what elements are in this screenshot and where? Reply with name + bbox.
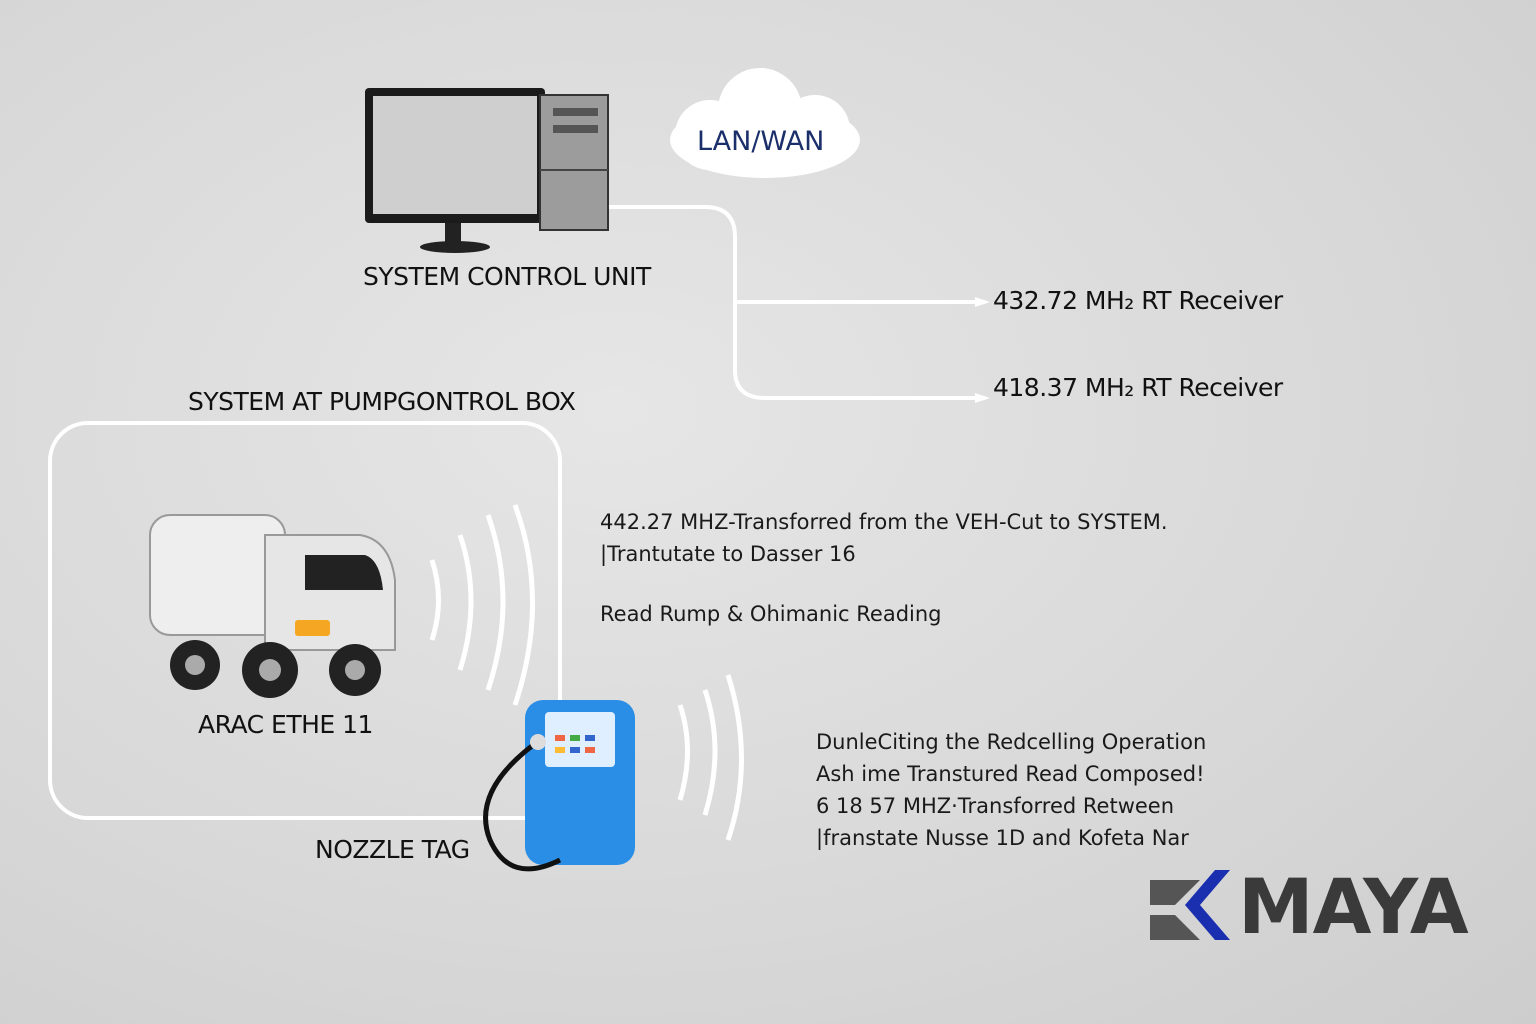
network-lines bbox=[605, 205, 985, 400]
receiver-label-1: 432.72 MH₂ RT Receiver bbox=[993, 286, 1283, 315]
computer-monitor-icon bbox=[365, 88, 545, 253]
truck-icon bbox=[149, 514, 396, 698]
control-unit-label: SYSTEM CONTROL UNIT bbox=[363, 262, 651, 291]
receiver-label-2: 418.37 MH₂ RT Receiver bbox=[993, 373, 1283, 402]
note-line: 6 18 57 MHZ·Transforred Retween bbox=[816, 794, 1175, 818]
notes-top: 442.27 MHZ-Transforred from the VEH-Cut … bbox=[600, 506, 1168, 630]
nozzle-label: NOZZLE TAG bbox=[315, 835, 470, 864]
notes-bottom: DunleCiting the Redcelling Operation Ash… bbox=[816, 726, 1206, 854]
pump-control-box bbox=[48, 421, 562, 820]
pump-box-label: SYSTEM AT PUMPGONTROL BOX bbox=[188, 387, 576, 416]
cloud-icon bbox=[670, 68, 860, 178]
computer-tower-icon bbox=[539, 94, 609, 231]
maya-logo-text: MAYA bbox=[1238, 862, 1469, 951]
fuel-pump-icon bbox=[483, 700, 635, 872]
wireless-signal-icon bbox=[429, 504, 535, 706]
cloud-label: LAN/WAN bbox=[697, 126, 825, 157]
vehicle-label: ARAC ETHE 11 bbox=[198, 710, 373, 739]
note-line bbox=[600, 570, 1168, 598]
maya-logo-icon bbox=[1150, 870, 1230, 940]
note-line: |Trantutate to Dasser 16 bbox=[600, 542, 856, 566]
note-line: 442.27 MHZ-Transforred from the VEH-Cut … bbox=[600, 510, 1168, 534]
note-line: Read Rump & Ohimanic Reading bbox=[600, 602, 942, 626]
note-line: |franstate Nusse 1D and Kofeta Nar bbox=[816, 826, 1189, 850]
note-line: Ash ime Transtured Read Composed! bbox=[816, 762, 1205, 786]
note-line: DunleCiting the Redcelling Operation bbox=[816, 730, 1207, 754]
wireless-signal-icon-2 bbox=[677, 674, 744, 841]
